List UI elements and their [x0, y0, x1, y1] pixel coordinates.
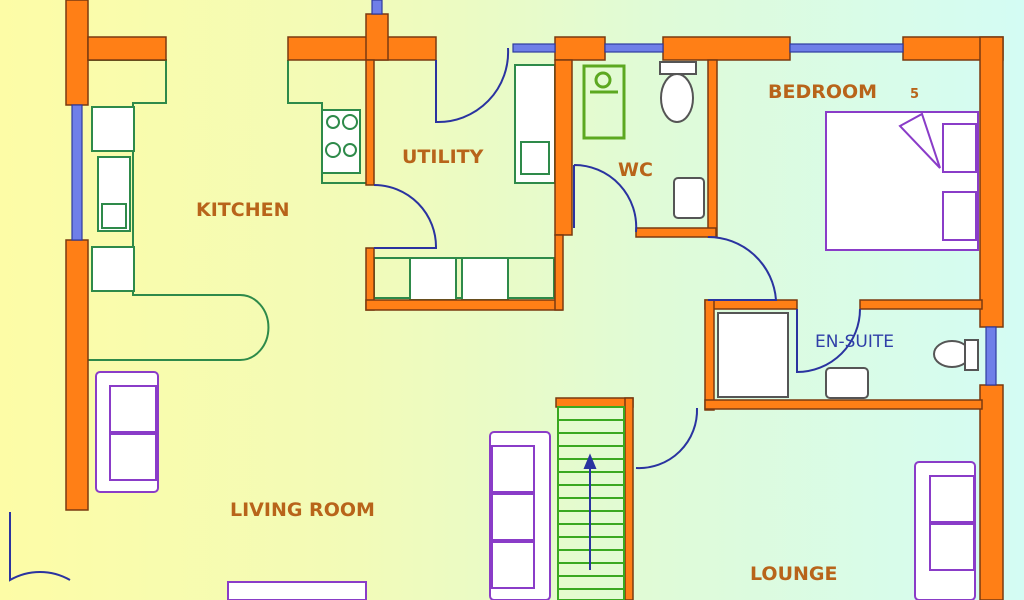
kitchen-counters	[88, 59, 366, 361]
room-label-wc: WC	[618, 159, 653, 181]
room-label-utility: UTILITY	[402, 146, 484, 168]
table	[227, 581, 367, 600]
kitchen-appliance	[91, 246, 135, 292]
room-label-bedroom: BEDROOM	[768, 81, 877, 103]
wc-toilet	[660, 73, 694, 123]
wheelchair-icon	[582, 64, 626, 140]
doors	[9, 47, 861, 582]
staircase	[557, 406, 625, 600]
walls	[65, 0, 1004, 600]
shower-tray	[717, 312, 789, 398]
windows	[71, 0, 997, 386]
hob	[321, 109, 361, 174]
wc-basin	[673, 177, 705, 219]
ensuite-basin	[825, 367, 869, 399]
room-label-kitchen: KITCHEN	[196, 199, 289, 221]
room-label-ensuite: EN-SUITE	[815, 332, 894, 352]
utility-fittings	[373, 64, 556, 301]
sanitary-fittings	[582, 61, 979, 399]
kitchen-appliance	[91, 106, 135, 152]
room-label-bedroom-number: 5	[910, 87, 919, 102]
room-label-living-room: LIVING ROOM	[230, 499, 375, 521]
wc-cistern	[659, 61, 697, 75]
furniture	[95, 111, 979, 600]
room-label-lounge: LOUNGE	[750, 563, 838, 585]
